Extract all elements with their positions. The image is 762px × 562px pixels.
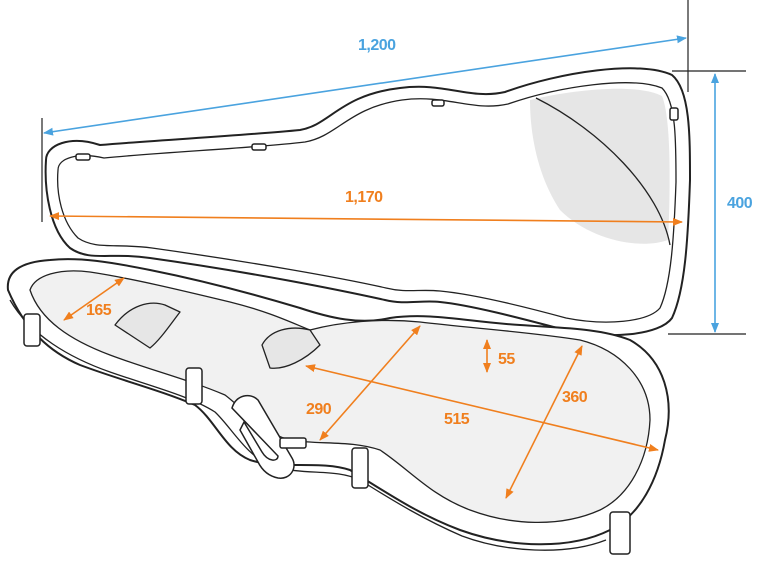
- base-latch-2: [185, 367, 203, 405]
- base-latch-3: [351, 447, 369, 489]
- body-pocket-block: [262, 328, 320, 369]
- base-latch-1: [23, 313, 41, 347]
- dim-line-lower-bout: [505, 345, 583, 499]
- label-body-length: 515: [444, 411, 470, 428]
- lid-inner-rim: [56, 82, 677, 323]
- label-internal-length: 1,170: [345, 189, 383, 206]
- dim-line-external-length: [43, 35, 687, 136]
- label-external-height: 400: [727, 195, 753, 212]
- dimension-labels: 1,200 400 1,170 165 55 290 515 360: [86, 37, 753, 428]
- dimension-lines: [43, 35, 719, 499]
- label-upper-bout: 290: [306, 401, 332, 418]
- dim-line-internal-length: [49, 212, 683, 226]
- label-external-length: 1,200: [358, 37, 396, 54]
- label-body-depth: 55: [498, 351, 515, 368]
- lid-latch-3: [431, 99, 445, 107]
- lid-latch-1: [75, 153, 91, 161]
- lock-plate: [279, 437, 307, 449]
- lid-latch-4: [669, 107, 679, 121]
- label-neck-width: 165: [86, 302, 112, 319]
- carry-handle: [231, 394, 295, 479]
- dim-line-neck-width: [63, 277, 125, 321]
- dim-line-body-length: [305, 364, 659, 452]
- neck-support-block: [115, 303, 180, 348]
- lid-latch-2: [251, 143, 267, 151]
- base-latch-4: [609, 511, 631, 555]
- neck-support-outline: [114, 302, 181, 349]
- label-lower-bout: 360: [562, 389, 588, 406]
